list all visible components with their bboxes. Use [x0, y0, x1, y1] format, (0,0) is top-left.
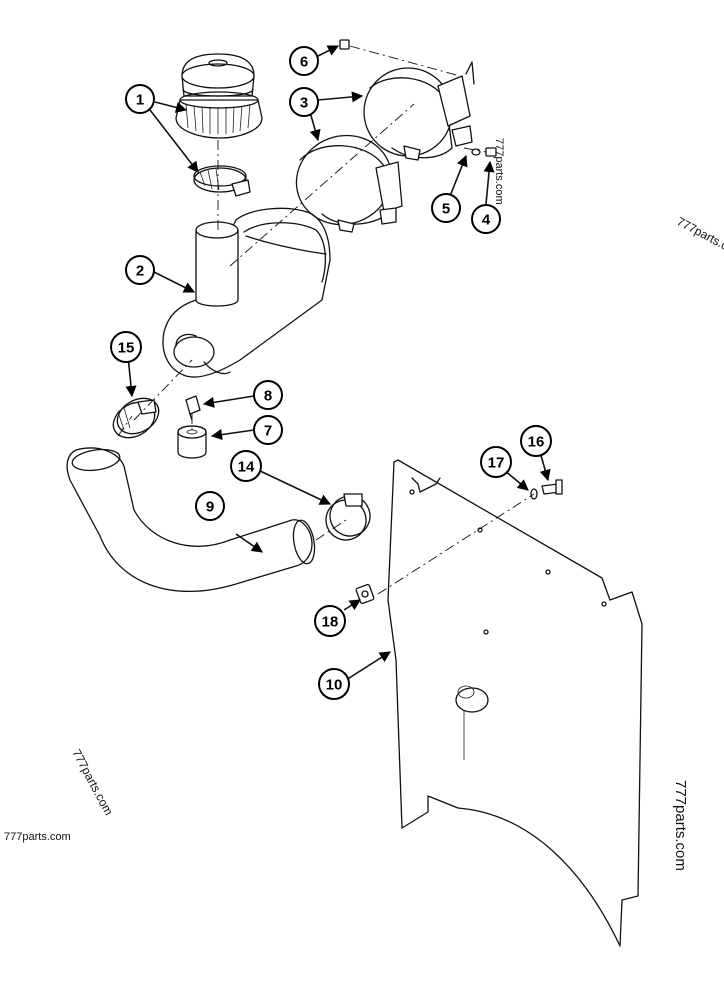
callout-17: 17: [480, 446, 512, 478]
precleaner-cap: [175, 53, 263, 139]
callout-3: 3: [289, 87, 319, 117]
watermark-left-rotated: 777parts.com: [69, 747, 115, 818]
watermark-top-right: 777parts.c: [675, 214, 724, 253]
svg-text:16: 16: [528, 434, 545, 451]
indicator-part-7: [177, 425, 207, 459]
hose-part-9: [66, 447, 316, 592]
callout-15: 15: [110, 331, 142, 363]
watermark-right-vertical: 777parts.com: [672, 780, 689, 871]
svg-text:14: 14: [238, 459, 255, 476]
watermark-left-bottom: 777parts.com: [4, 831, 71, 843]
svg-text:18: 18: [322, 614, 339, 631]
callout-6: 6: [289, 46, 319, 76]
bolt-part-16: [541, 479, 563, 495]
svg-text:4: 4: [482, 212, 491, 229]
hose-clamp-part-14: [325, 493, 371, 541]
nut-part-18: [355, 584, 375, 604]
watermark-bracket: 777parts.com: [493, 138, 505, 205]
callout-14: 14: [230, 450, 262, 482]
callout-16: 16: [520, 425, 552, 457]
callout-8: 8: [253, 380, 283, 410]
air-cleaner-body: [162, 207, 331, 378]
svg-text:15: 15: [118, 340, 135, 357]
callout-18: 18: [314, 605, 346, 637]
callout-7: 7: [253, 415, 283, 445]
callout-9: 9: [195, 491, 225, 521]
mounting-band-upper: [363, 61, 475, 161]
svg-text:2: 2: [136, 263, 144, 280]
fitting-part-8: [185, 395, 201, 421]
center-lines: [117, 45, 535, 595]
upper-clamp: [193, 165, 251, 197]
svg-text:8: 8: [264, 388, 272, 405]
mounting-band-lower: [295, 134, 403, 233]
callout-4: 4: [471, 204, 501, 234]
svg-text:6: 6: [300, 54, 308, 71]
callout-1: 1: [125, 84, 155, 114]
callout-2: 2: [125, 255, 155, 285]
svg-text:5: 5: [442, 201, 450, 218]
svg-text:9: 9: [206, 499, 214, 516]
svg-text:17: 17: [488, 455, 505, 472]
callout-5: 5: [431, 193, 461, 223]
svg-text:1: 1: [136, 92, 144, 109]
nut-part-6: [339, 39, 350, 50]
leader-lines: [125, 45, 551, 681]
callout-10: 10: [318, 668, 350, 700]
panel-part-10: [387, 459, 643, 947]
svg-text:3: 3: [300, 95, 308, 112]
svg-text:7: 7: [264, 423, 272, 440]
svg-text:10: 10: [326, 677, 343, 694]
